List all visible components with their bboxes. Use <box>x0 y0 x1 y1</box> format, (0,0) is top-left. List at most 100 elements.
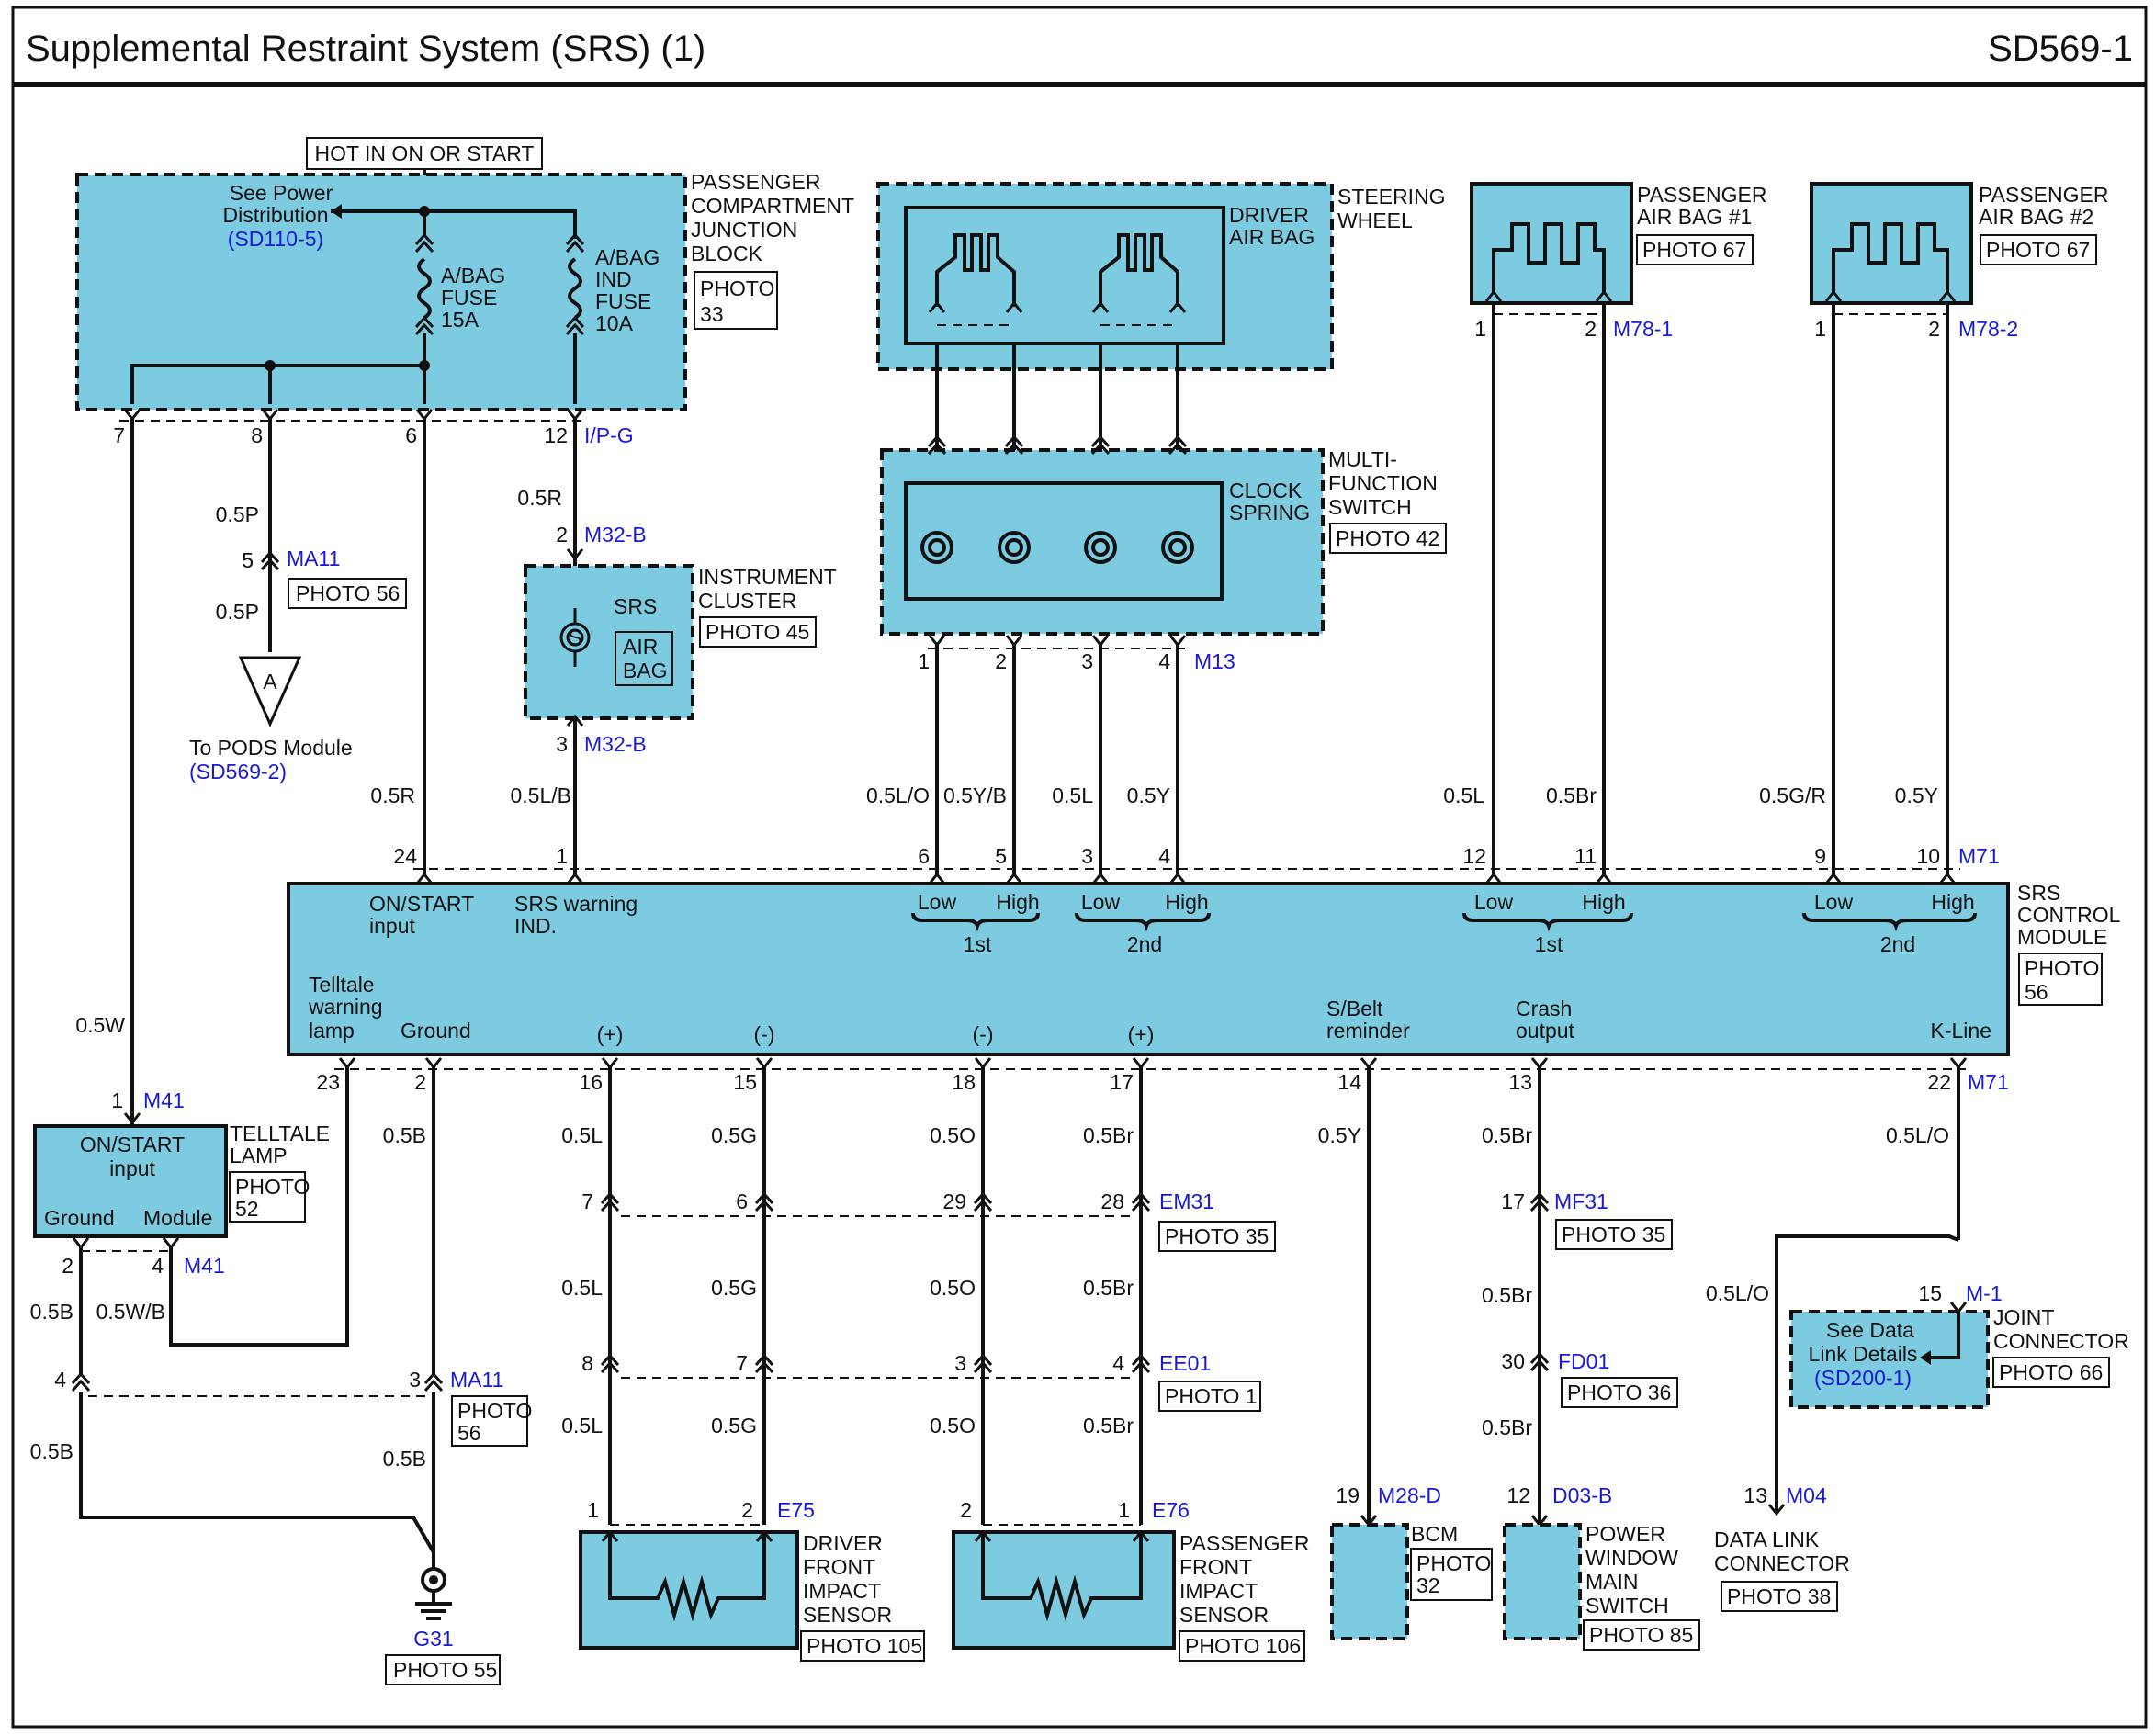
svg-text:6: 6 <box>736 1189 748 1213</box>
data-link-details-link[interactable]: (SD200-1) <box>1814 1366 1912 1390</box>
svg-text:0.5R: 0.5R <box>370 783 415 807</box>
svg-text:M13: M13 <box>1194 649 1235 673</box>
svg-text:9: 9 <box>1814 844 1826 868</box>
svg-text:K-Line: K-Line <box>1931 1019 1991 1043</box>
svg-text:INSTRUMENT: INSTRUMENT <box>698 565 837 589</box>
svg-text:BAG: BAG <box>623 659 668 682</box>
svg-text:PHOTO 55: PHOTO 55 <box>393 1658 497 1682</box>
steering-wheel <box>876 182 1334 371</box>
srs-control-module <box>287 882 2010 1056</box>
svg-text:Link Details: Link Details <box>1809 1342 1918 1366</box>
svg-text:BLOCK: BLOCK <box>691 242 763 265</box>
svg-text:(-): (-) <box>973 1022 994 1046</box>
svg-text:PASSENGER: PASSENGER <box>1179 1531 1309 1555</box>
svg-text:0.5Y: 0.5Y <box>1127 783 1170 807</box>
svg-text:0.5O: 0.5O <box>930 1276 976 1300</box>
svg-text:See Power: See Power <box>230 181 333 205</box>
svg-text:2: 2 <box>1928 317 1940 341</box>
svg-text:COMPARTMENT: COMPARTMENT <box>691 194 854 218</box>
svg-text:A/BAG: A/BAG <box>595 245 660 269</box>
svg-text:input: input <box>369 914 415 938</box>
svg-text:CONNECTOR: CONNECTOR <box>1714 1551 1850 1575</box>
svg-text:Low: Low <box>1081 890 1121 914</box>
svg-text:28: 28 <box>1100 1189 1124 1213</box>
svg-text:5: 5 <box>242 548 254 572</box>
svg-text:Distribution: Distribution <box>222 203 328 227</box>
svg-text:PHOTO 35: PHOTO 35 <box>1562 1223 1665 1246</box>
power-window-main-switch <box>1503 1523 1582 1640</box>
svg-text:0.5G: 0.5G <box>711 1123 757 1147</box>
see-power-link[interactable]: (SD110-5) <box>228 227 323 251</box>
fuse-10a-icon <box>568 257 582 320</box>
svg-text:PHOTO: PHOTO <box>2025 956 2099 980</box>
svg-text:M28-D: M28-D <box>1378 1483 1441 1507</box>
svg-text:SRS warning: SRS warning <box>514 892 637 916</box>
svg-text:MULTI-: MULTI- <box>1328 447 1397 471</box>
svg-text:24: 24 <box>393 844 417 868</box>
svg-text:SWITCH: SWITCH <box>1585 1594 1669 1618</box>
svg-text:3: 3 <box>556 732 568 756</box>
svg-text:ON/START: ON/START <box>80 1133 185 1156</box>
svg-text:PHOTO 106: PHOTO 106 <box>1185 1634 1301 1658</box>
svg-text:33: 33 <box>700 302 724 326</box>
svg-text:0.5L: 0.5L <box>561 1276 603 1300</box>
svg-text:PHOTO 67: PHOTO 67 <box>1642 238 1746 262</box>
svg-text:0.5L/O: 0.5L/O <box>1706 1281 1769 1305</box>
svg-text:MF31: MF31 <box>1554 1189 1608 1213</box>
svg-text:High: High <box>1582 890 1625 914</box>
svg-text:Crash: Crash <box>1516 997 1572 1020</box>
svg-text:I/P-G: I/P-G <box>584 423 634 447</box>
svg-text:8: 8 <box>581 1351 593 1375</box>
svg-text:TELLTALE: TELLTALE <box>230 1122 330 1145</box>
svg-text:15: 15 <box>733 1070 757 1094</box>
svg-text:4: 4 <box>152 1254 164 1278</box>
svg-text:AIR BAG: AIR BAG <box>1229 225 1314 249</box>
svg-text:1: 1 <box>111 1088 123 1112</box>
svg-text:8: 8 <box>251 423 263 447</box>
svg-text:2: 2 <box>741 1498 753 1522</box>
junction-block <box>75 173 687 411</box>
svg-text:FUSE: FUSE <box>441 286 497 310</box>
svg-text:M78-1: M78-1 <box>1613 317 1673 341</box>
svg-text:MA11: MA11 <box>450 1368 503 1392</box>
svg-text:SRS: SRS <box>614 594 657 618</box>
svg-text:G31: G31 <box>413 1627 453 1651</box>
svg-text:0.5L/O: 0.5L/O <box>866 783 930 807</box>
svg-text:IMPACT: IMPACT <box>803 1579 881 1603</box>
svg-text:EM31: EM31 <box>1159 1189 1214 1213</box>
svg-text:PHOTO 38: PHOTO 38 <box>1727 1584 1831 1608</box>
svg-text:S/Belt: S/Belt <box>1326 997 1383 1020</box>
svg-text:2: 2 <box>995 649 1007 673</box>
svg-text:M41: M41 <box>184 1254 225 1278</box>
svg-text:D03-B: D03-B <box>1552 1483 1612 1507</box>
svg-text:10A: 10A <box>595 311 634 335</box>
svg-text:1: 1 <box>587 1498 599 1522</box>
svg-text:AIR: AIR <box>623 635 658 659</box>
svg-text:7: 7 <box>581 1189 593 1213</box>
svg-text:12: 12 <box>1506 1483 1530 1507</box>
svg-text:M32-B: M32-B <box>584 732 647 756</box>
svg-text:PHOTO 45: PHOTO 45 <box>705 620 809 644</box>
svg-text:FUNCTION: FUNCTION <box>1328 471 1438 495</box>
svg-text:0.5L: 0.5L <box>1052 783 1093 807</box>
svg-text:lamp: lamp <box>309 1019 355 1043</box>
svg-text:2: 2 <box>414 1070 426 1094</box>
svg-text:0.5G: 0.5G <box>711 1276 757 1300</box>
svg-text:0.5Br: 0.5Br <box>1083 1123 1134 1147</box>
svg-text:1: 1 <box>1474 317 1486 341</box>
svg-text:SWITCH: SWITCH <box>1328 495 1412 519</box>
svg-text:Low: Low <box>918 890 957 914</box>
svg-text:13: 13 <box>1508 1070 1532 1094</box>
svg-text:0.5Br: 0.5Br <box>1083 1414 1134 1437</box>
svg-text:3: 3 <box>1081 844 1093 868</box>
hot-label-box <box>306 137 543 170</box>
svg-text:High: High <box>996 890 1039 914</box>
svg-text:56: 56 <box>2025 980 2048 1004</box>
pods-module-link[interactable]: (SD569-2) <box>189 760 287 783</box>
svg-text:IND: IND <box>595 267 632 291</box>
svg-text:DATA LINK: DATA LINK <box>1714 1527 1820 1551</box>
svg-text:EE01: EE01 <box>1159 1351 1211 1375</box>
svg-text:To PODS Module: To PODS Module <box>189 736 353 760</box>
svg-text:1: 1 <box>1814 317 1826 341</box>
svg-text:16: 16 <box>579 1070 603 1094</box>
